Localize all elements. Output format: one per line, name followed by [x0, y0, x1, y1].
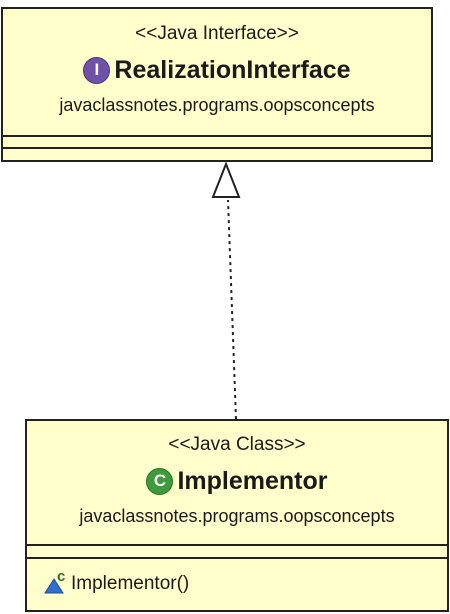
- interface-icon: I: [83, 56, 111, 84]
- class-operations-compartment: c Implementor(): [27, 557, 447, 608]
- interface-stereotype: <<Java Interface>>: [135, 23, 299, 44]
- interface-operations-compartment: [3, 147, 431, 160]
- constructor-modifier: c: [57, 567, 66, 585]
- interface-package: javaclassnotes.programs.oopsconcepts: [59, 95, 375, 115]
- constructor-operation-label: Implementor(): [71, 572, 190, 594]
- class-header: <<Java Class>> C Implementor javaclassno…: [27, 421, 447, 544]
- realization-dashed-line: [227, 199, 237, 420]
- class-box[interactable]: <<Java Class>> C Implementor javaclassno…: [25, 419, 449, 612]
- class-package: javaclassnotes.programs.oopsconcepts: [79, 506, 395, 526]
- constructor-icon: c: [43, 567, 71, 597]
- interface-box[interactable]: <<Java Interface>> I RealizationInterfac…: [1, 7, 433, 162]
- class-attributes-compartment: [27, 544, 447, 557]
- class-icon: C: [146, 467, 174, 495]
- class-title-row: C Implementor: [27, 465, 447, 497]
- interface-title-row: I RealizationInterface: [3, 54, 431, 86]
- realization-arrowhead-icon: [211, 161, 241, 198]
- interface-name: RealizationInterface: [114, 56, 351, 84]
- interface-header: <<Java Interface>> I RealizationInterfac…: [3, 9, 431, 135]
- interface-attributes-compartment: [3, 135, 431, 147]
- class-stereotype: <<Java Class>>: [168, 434, 306, 455]
- class-name: Implementor: [177, 467, 328, 495]
